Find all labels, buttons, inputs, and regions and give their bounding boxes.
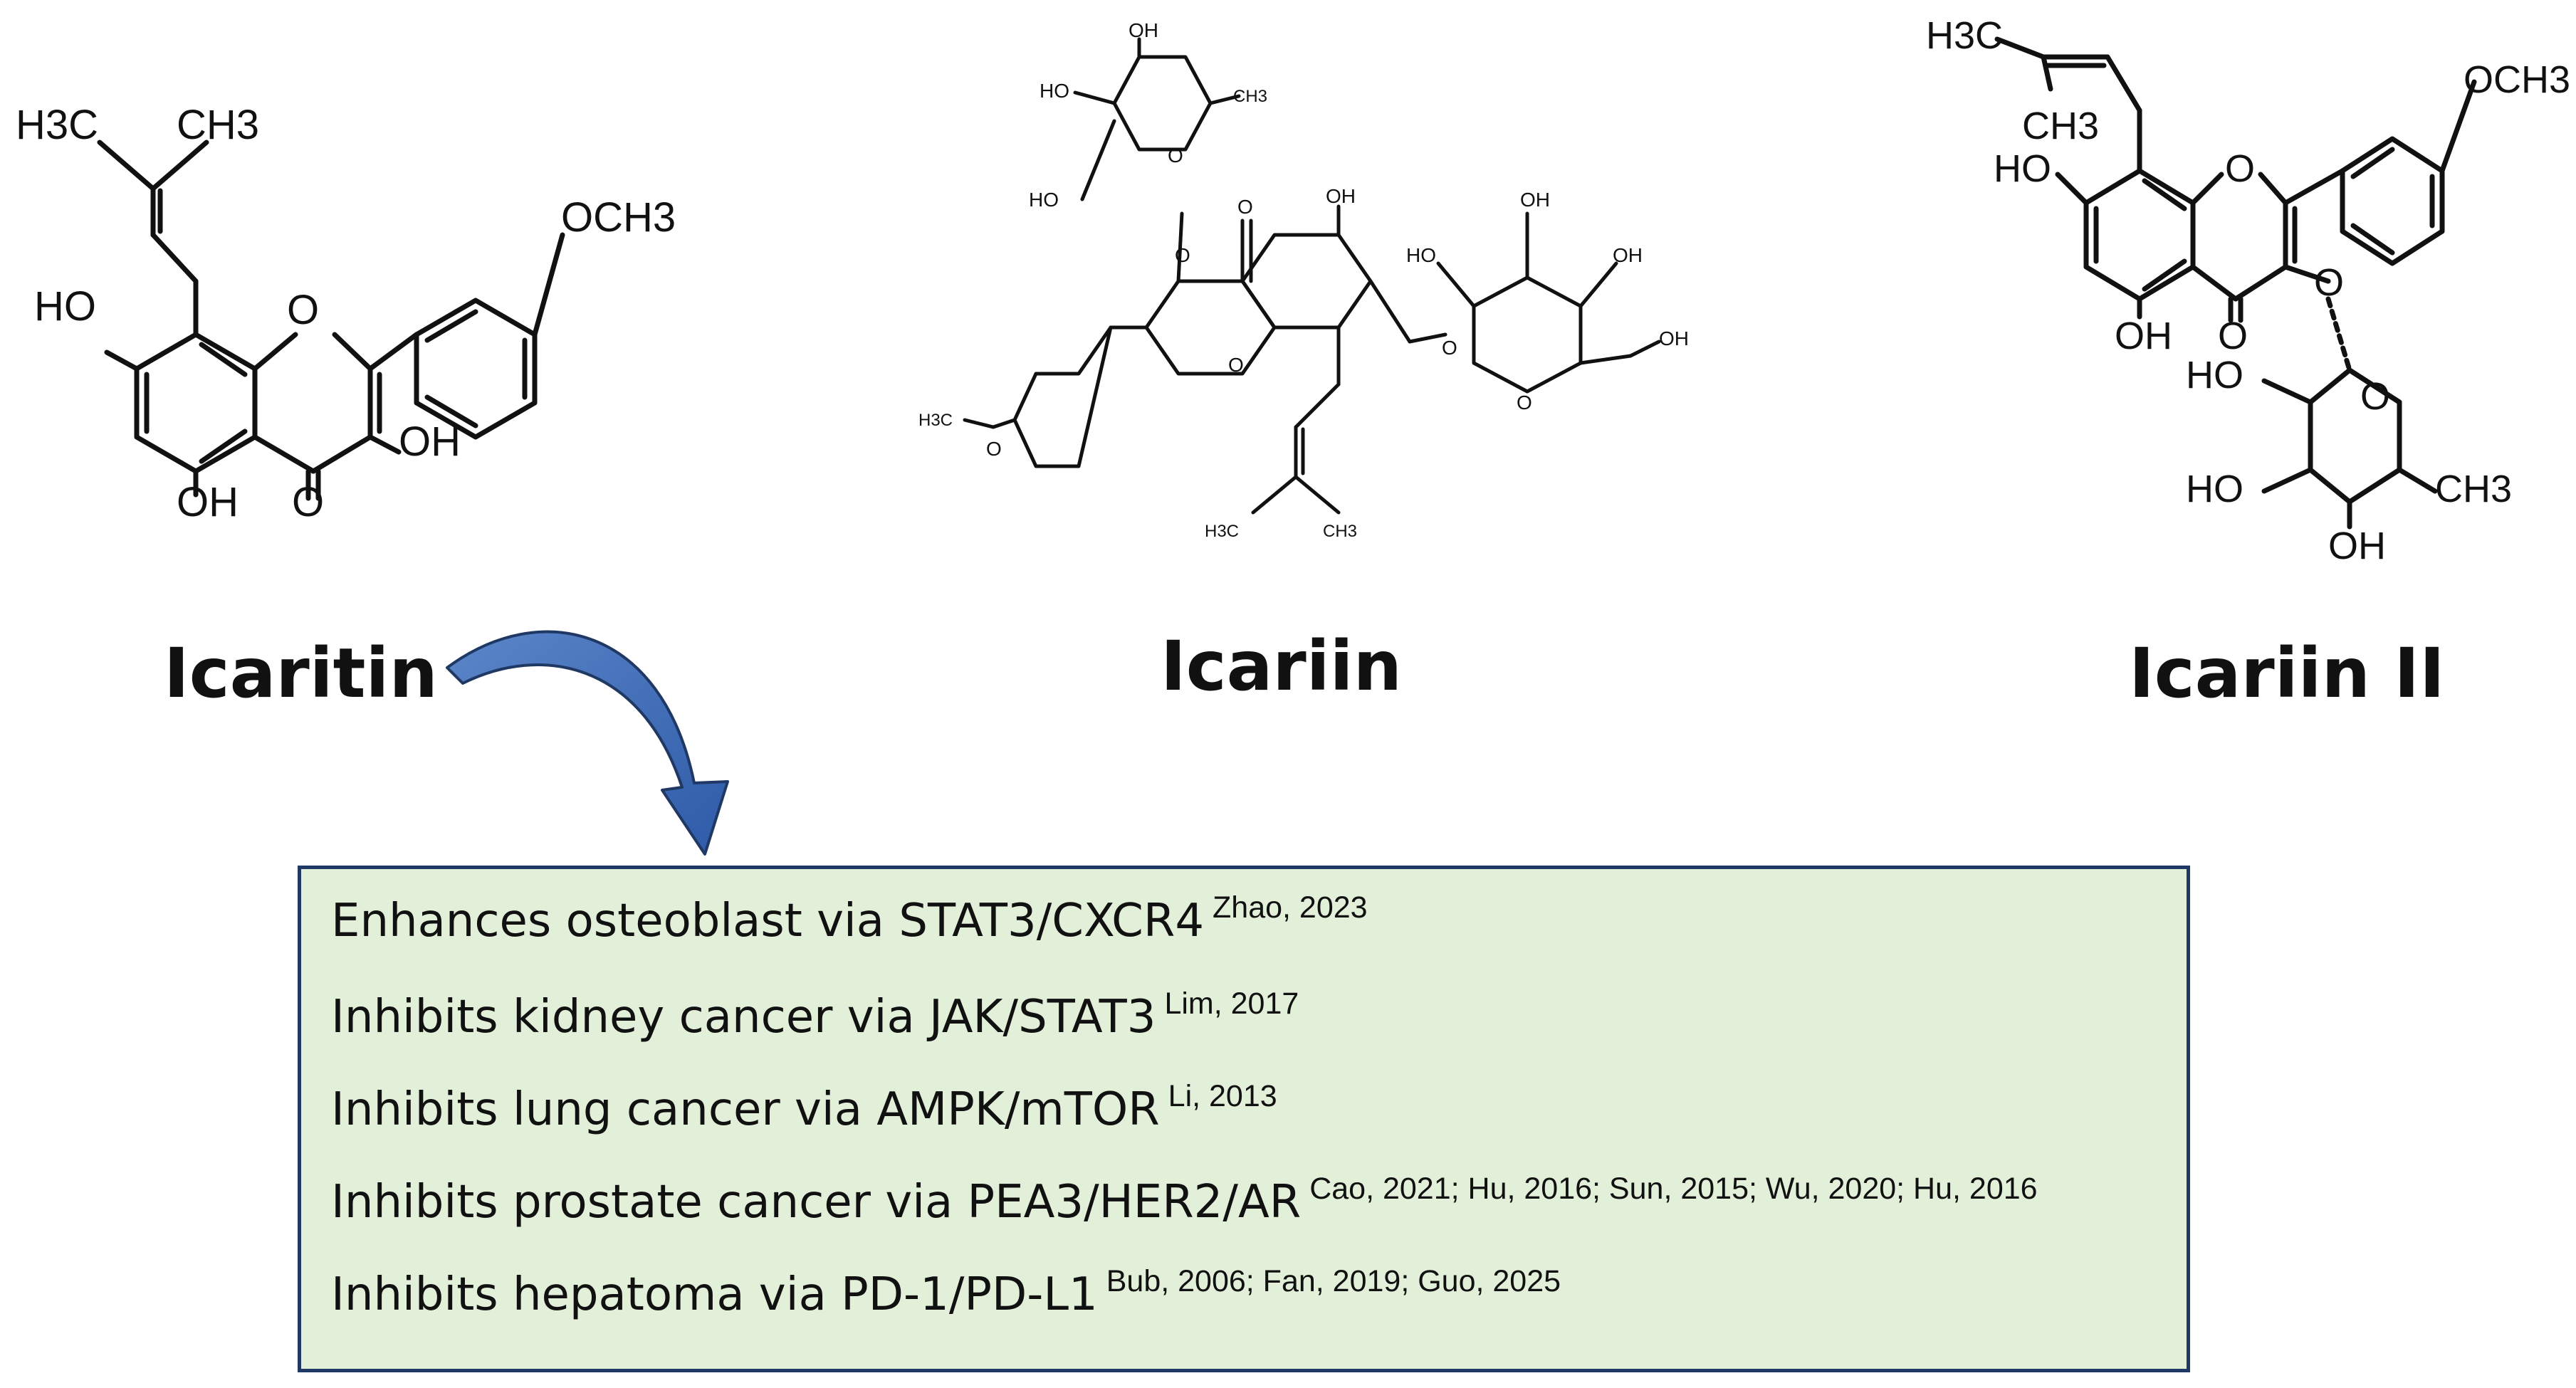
activity-text: Inhibits kidney cancer via JAK/STAT3 bbox=[331, 990, 1156, 1043]
atom-label: H3C bbox=[918, 411, 953, 430]
icariin2-atoms: H3C CH3 OCH3 HO O O OH O HO O HO CH3 OH bbox=[1926, 14, 2570, 567]
atom-label: O bbox=[287, 287, 319, 333]
atom-label: O bbox=[292, 479, 324, 525]
activity-reference: Li, 2013 bbox=[1168, 1079, 1277, 1113]
icariin-structure bbox=[963, 37, 1661, 515]
atom-label: OH bbox=[399, 419, 461, 465]
atom-label: CH3 bbox=[2435, 468, 2512, 510]
atom-label: O bbox=[1517, 391, 1532, 414]
atom-label: CH3 bbox=[1233, 87, 1267, 106]
atom-label: CH3 bbox=[1323, 522, 1357, 541]
activity-reference: Zhao, 2023 bbox=[1213, 890, 1368, 925]
atom-label: HO bbox=[1029, 189, 1059, 211]
atom-label: OH bbox=[177, 479, 239, 525]
atom-label: OH bbox=[1659, 327, 1689, 349]
atom-label: O bbox=[1237, 196, 1253, 218]
atom-label: HO bbox=[1040, 80, 1069, 102]
atom-label: OCH3 bbox=[2464, 58, 2570, 101]
atom-label: O bbox=[1168, 144, 1183, 167]
atom-label: O bbox=[1228, 354, 1244, 376]
activity-reference: Bub, 2006; Fan, 2019; Guo, 2025 bbox=[1106, 1264, 1561, 1298]
activity-text: Inhibits lung cancer via AMPK/mTOR bbox=[331, 1083, 1160, 1136]
icariin-atoms: OH HO CH3 O HO O O OH O H3C O H3C CH3 OH… bbox=[918, 19, 1689, 541]
atom-label: HO bbox=[2186, 354, 2243, 396]
atom-label: CH3 bbox=[2022, 105, 2099, 147]
atom-label: O bbox=[2314, 261, 2344, 304]
atom-label: O bbox=[986, 438, 1002, 460]
atom-label: HO bbox=[1994, 147, 2051, 190]
atom-label: OH bbox=[1129, 19, 1158, 41]
activity-reference: Cao, 2021; Hu, 2016; Sun, 2015; Wu, 2020… bbox=[1309, 1172, 2038, 1206]
atom-label: OH bbox=[1613, 244, 1643, 266]
atom-label: O bbox=[2360, 375, 2390, 418]
atom-label: O bbox=[2225, 147, 2255, 190]
atom-label: OH bbox=[1326, 185, 1356, 207]
atom-label: OH bbox=[2115, 315, 2172, 357]
icaritin-structure bbox=[97, 140, 565, 501]
activity-item: Inhibits prostate cancer via PEA3/HER2/A… bbox=[331, 1172, 2038, 1229]
atom-label: H3C bbox=[1205, 522, 1239, 541]
atom-label: H3C bbox=[1926, 14, 2003, 57]
compound-name-icaritin: Icaritin bbox=[164, 633, 438, 713]
activity-reference: Lim, 2017 bbox=[1164, 987, 1299, 1021]
atom-label: HO bbox=[34, 283, 96, 330]
atom-label: HO bbox=[2186, 468, 2243, 510]
atom-label: OH bbox=[1520, 189, 1550, 211]
activity-text: Inhibits hepatoma via PD-1/PD-L1 bbox=[331, 1268, 1098, 1321]
atom-label: CH3 bbox=[177, 102, 259, 148]
atom-label: O bbox=[1442, 337, 1457, 359]
icaritin-atoms: H3C CH3 OCH3 HO O OH OH O bbox=[16, 102, 676, 525]
curved-arrow-icon bbox=[446, 630, 729, 856]
compound-name-icariin: Icariin bbox=[1161, 626, 1402, 706]
atom-label: HO bbox=[1406, 244, 1436, 266]
atom-label: OH bbox=[2328, 525, 2386, 567]
icariin2-structure bbox=[1994, 36, 2477, 530]
atom-label: OCH3 bbox=[561, 194, 676, 241]
atom-label: O bbox=[1175, 244, 1190, 266]
atom-label: O bbox=[2218, 315, 2248, 357]
activity-text: Enhances osteoblast via STAT3/CXCR4 bbox=[331, 894, 1205, 947]
atom-label: H3C bbox=[16, 102, 98, 148]
activity-text: Inhibits prostate cancer via PEA3/HER2/A… bbox=[331, 1175, 1302, 1229]
compound-name-icariin-ii: Icariin II bbox=[2129, 633, 2445, 713]
